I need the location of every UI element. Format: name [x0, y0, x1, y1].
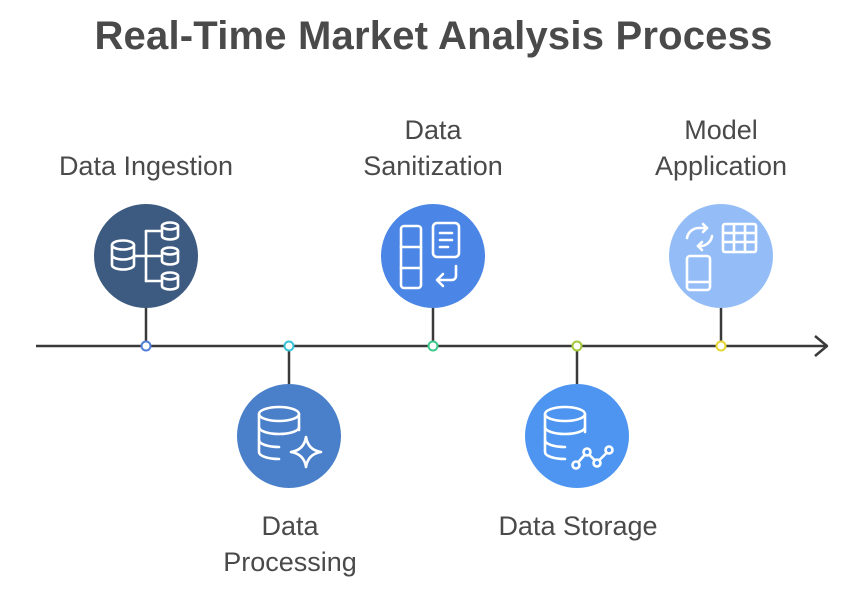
timeline-dot-data-sanitization — [427, 340, 439, 352]
columns-document-icon — [399, 221, 461, 290]
database-sparkle-icon — [257, 405, 323, 469]
timeline-dot-data-ingestion — [140, 340, 152, 352]
label-data-storage: Data Storage — [498, 511, 658, 541]
diagram-title: Real-Time Market Analysis Process — [94, 14, 773, 58]
step-circle-model-application — [669, 204, 773, 308]
step-circle-data-processing — [237, 384, 341, 488]
timeline-arrow-head — [814, 335, 829, 357]
label-data-ingestion: Data Ingestion — [58, 151, 234, 181]
timeline-dot-model-application — [715, 340, 727, 352]
timeline-dot-data-storage — [571, 340, 583, 352]
database-tree-icon — [110, 221, 180, 291]
label-model-application: Model Application — [654, 115, 788, 181]
label-data-processing: Data Processing — [223, 511, 357, 577]
table-phone-sync-icon — [685, 222, 758, 292]
database-network-icon — [543, 405, 614, 470]
timeline-dot-data-processing — [283, 340, 295, 352]
label-data-sanitization: Data Sanitization — [363, 115, 503, 181]
step-circle-data-storage — [525, 384, 629, 488]
